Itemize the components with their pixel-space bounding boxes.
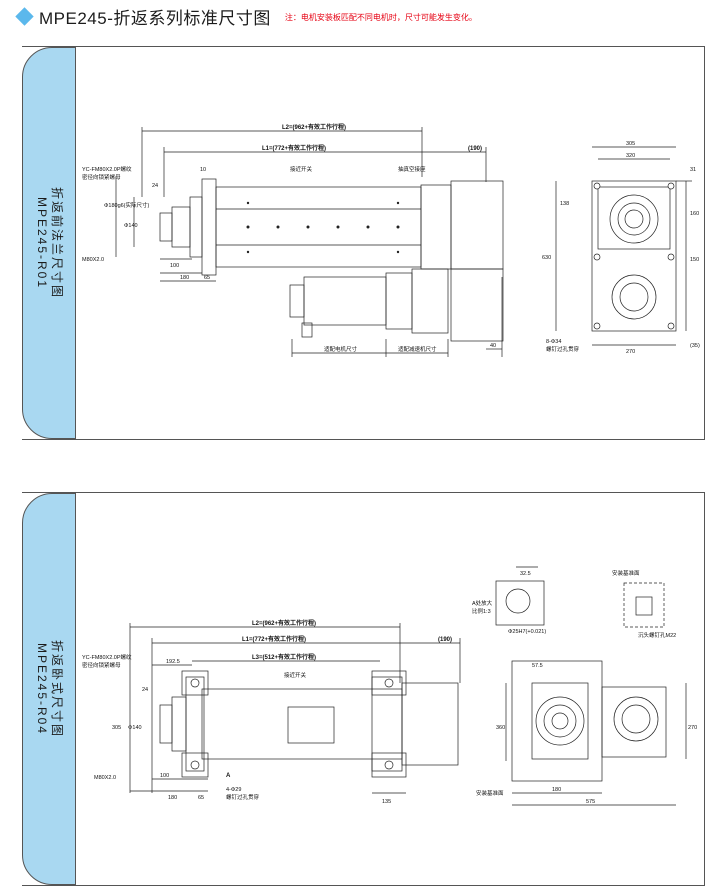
dim-phi180: Φ180g6(实际尺寸) <box>104 201 150 209</box>
dim-135: 135 <box>382 799 391 805</box>
dim-m80: M80X2.0 <box>94 775 116 781</box>
panel-tab: 折返前法兰尺寸图 MPE245-R01 <box>22 47 76 439</box>
dim-270: 270 <box>626 349 635 355</box>
panel-tab-code: MPE245-R01 <box>35 196 49 290</box>
panel-tab-code: MPE245-R04 <box>35 642 49 736</box>
drawing-horizontal: L2=(962+有效工作行程) L1=(772+有效工作行程) (190) L3… <box>82 566 697 806</box>
label-exhaust: 抽真空接座 <box>398 165 426 173</box>
dim-35: (35) <box>690 343 700 349</box>
page-title: MPE245-折返系列标准尺寸图 <box>39 8 271 28</box>
label-cbore: 沉头螺钉孔M22 <box>638 631 676 639</box>
drawing-front-flange: L2=(962+有效工作行程) L1=(772+有效工作行程) (190) 10… <box>82 123 700 357</box>
dim-phi140: Φ140 <box>124 223 138 229</box>
label-reducer-size: 适配减速机尺寸 <box>398 345 437 353</box>
panel-tab-label: 折返卧式尺寸图 MPE245-R04 <box>34 640 64 738</box>
label-motor-size: 适配电机尺寸 <box>324 345 358 353</box>
label-rod-thread: YC-FM80X2.0P螺纹 <box>82 653 132 661</box>
dim-305: 305 <box>112 725 121 731</box>
label-rod-note: 密径向锁紧螺母 <box>82 173 121 181</box>
dim-24: 24 <box>142 687 148 693</box>
label-holes: 4-Φ29 <box>226 787 241 793</box>
dim-l2: L2=(962+有效工作行程) <box>252 619 316 627</box>
diamond-icon <box>15 6 34 26</box>
panel-tab-name: 折返前法兰尺寸图 <box>50 186 64 300</box>
dim-65: 65 <box>198 795 204 801</box>
label-a-mark: A <box>226 773 231 779</box>
dim-phi140: Φ140 <box>128 725 142 731</box>
label-holes-note: 螺钉过孔贯穿 <box>226 793 260 801</box>
dim-630: 630 <box>542 255 551 261</box>
dim-31: 31 <box>690 167 696 173</box>
label-detail-a: A处放大 <box>472 599 493 607</box>
dim-57: 57.5 <box>532 663 543 669</box>
dim-100: 100 <box>170 263 179 269</box>
dim-575: 575 <box>586 799 595 805</box>
dim-180: 180 <box>180 275 189 281</box>
dim-138: 138 <box>560 201 569 207</box>
label-holes: 8-Φ34 <box>546 339 561 345</box>
dim-24: 24 <box>152 183 158 189</box>
panel-front-flange: 折返前法兰尺寸图 MPE245-R01 <box>22 46 705 440</box>
dim-100: 100 <box>160 773 169 779</box>
panel-tab: 折返卧式尺寸图 MPE245-R04 <box>22 493 76 885</box>
label-pin: Φ25H7(+0.021) <box>508 629 546 635</box>
dim-32: 32.5 <box>520 571 531 577</box>
label-rod-thread: YC-FM80X2.0P螺纹 <box>82 165 132 173</box>
panel-horizontal: 折返卧式尺寸图 MPE245-R04 <box>22 492 705 886</box>
dim-l1: L1=(772+有效工作行程) <box>242 635 306 643</box>
label-scale: 比例1:3 <box>472 607 491 615</box>
dim-320: 320 <box>626 153 635 159</box>
dim-65: 65 <box>204 275 210 281</box>
dim-150: 150 <box>690 257 699 263</box>
dim-360: 360 <box>496 725 505 731</box>
page-header: MPE245-折返系列标准尺寸图 注：电机安装板匹配不同电机时，尺寸可能发生变化… <box>14 4 477 28</box>
dim-192: 192.5 <box>166 659 180 665</box>
panel-tab-label: 折返前法兰尺寸图 MPE245-R01 <box>34 187 64 299</box>
dim-305: 305 <box>626 141 635 147</box>
dim-m80: M80X2.0 <box>82 257 104 263</box>
dim-l2: L2=(962+有效工作行程) <box>282 123 346 131</box>
dim-10: 10 <box>200 167 206 173</box>
dim-160: 160 <box>690 211 699 217</box>
dim-270: 270 <box>688 725 697 731</box>
dim-40: 40 <box>490 343 496 349</box>
label-limit-switch: 接近开关 <box>284 671 307 679</box>
label-mount-base: 安装基准面 <box>476 789 504 797</box>
dim-180: 180 <box>168 795 177 801</box>
panel-tab-name: 折返卧式尺寸图 <box>50 639 64 739</box>
page-note: 注：电机安装板匹配不同电机时，尺寸可能发生变化。 <box>284 13 477 22</box>
label-holes-note: 螺钉过孔贯穿 <box>546 345 580 353</box>
dim-l3: L3=(512+有效工作行程) <box>252 653 316 661</box>
label-mount-face: 安装基准面 <box>612 569 640 577</box>
dim-180b: 180 <box>552 787 561 793</box>
dim-190: (190) <box>468 146 482 152</box>
label-rod-note: 密径向锁紧螺母 <box>82 661 121 669</box>
dim-l1: L1=(772+有效工作行程) <box>262 144 326 152</box>
dim-190: (190) <box>438 637 452 643</box>
label-limit-switch: 接近开关 <box>290 165 313 173</box>
